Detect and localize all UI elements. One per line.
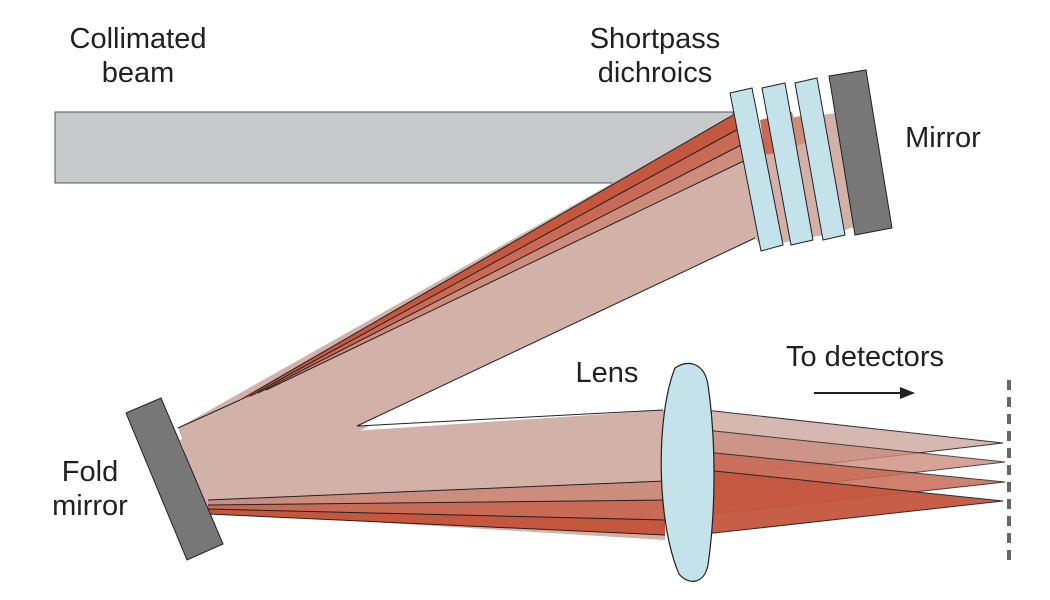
dichroic-filter-1 <box>729 87 784 252</box>
label-shortpass-dichroics: Shortpass dichroics <box>589 23 721 89</box>
band-1-edge <box>240 115 740 400</box>
lower-divider-1 <box>207 480 666 501</box>
band-3-lower <box>208 481 665 505</box>
label-lens: Lens <box>575 357 639 389</box>
dichroic-filter-3 <box>794 77 846 241</box>
v-gap-edge <box>356 237 756 427</box>
lower-divider-4 <box>207 513 666 536</box>
lower-divider-3 <box>207 508 666 521</box>
band-divider-2 <box>249 127 741 397</box>
lens <box>660 363 715 582</box>
direction-arrow-head <box>900 387 915 399</box>
fold-mirror <box>125 397 224 561</box>
band-divider-4 <box>265 157 751 391</box>
mirror <box>828 69 893 236</box>
v-gap <box>357 238 760 426</box>
band-2-lower <box>208 500 665 520</box>
beam-upper-edge <box>177 399 241 429</box>
label-collimated-beam: Collimated beam <box>69 23 207 89</box>
band-divider-3 <box>257 142 746 394</box>
dichroic-filter-2 <box>761 82 814 246</box>
band-divider-1 <box>239 114 734 401</box>
band-3-edge <box>258 143 750 393</box>
band-2-edge <box>250 128 745 396</box>
label-fold-mirror: Fold mirror <box>52 456 128 522</box>
label-mirror: Mirror <box>905 122 981 154</box>
label-to-detectors: To detectors <box>786 341 944 373</box>
lower-divider-2 <box>207 499 666 506</box>
band-1-lower <box>208 509 665 535</box>
